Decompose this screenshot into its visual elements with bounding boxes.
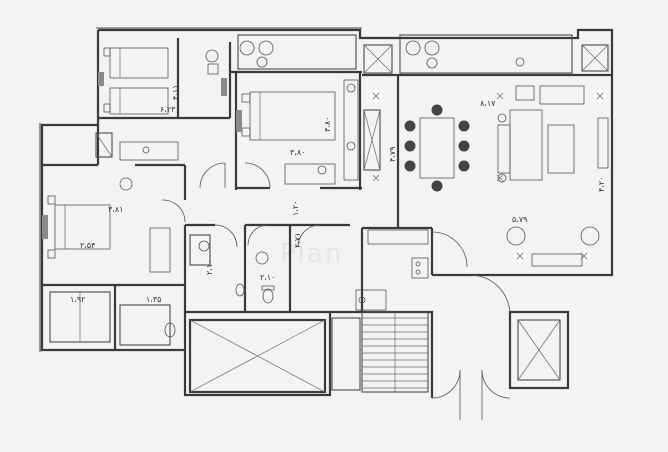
dining-chair [404,160,416,172]
light-fixture-icon [596,92,604,100]
dim-wc-two: ۱،۳۵ [146,295,161,304]
light-fixture-icon [496,92,504,100]
dim-bedroom-three-depth: ۲،۵۴ [80,241,95,250]
dining-area: ۴،۷۹ [388,104,470,192]
dim-terrace: ۵،۷۹ [512,215,527,224]
light-fixture-icon [516,252,524,260]
dining-chair [458,120,470,132]
dim-corridor: ۱،۲۰ [291,201,300,216]
living-area: ۸،۱۷ ۴،۲۰ [480,85,609,192]
cabinets [95,109,381,171]
terrace-seating: ۵،۷۹ [506,215,600,267]
dim-living-width: ۸،۱۷ [480,99,496,108]
bedroom-three: ۳،۸۱ ۲،۵۴ [42,177,171,273]
balcony-master [237,34,357,70]
light-fixture-icon [372,92,380,100]
balcony-right-box [581,44,609,72]
elevator-shaft [508,310,570,390]
balcony-living [399,34,573,74]
dim-bath-two: ۱،۹۲ [70,295,85,304]
dim-bath-one: ۲،۱۰ [205,260,214,275]
dim-kitchen: ۲،۷۱ [293,233,302,248]
kitchen: ۲،۷۱ [293,229,429,311]
dining-chair [431,180,443,192]
dining-chair [458,140,470,152]
dim-dining: ۴،۷۹ [388,147,397,162]
balcony-left-box [363,44,393,74]
light-fixture-icon [580,252,588,260]
bath-two: ۱،۹۲ ۱،۳۵ [49,291,176,346]
dining-chair [404,120,416,132]
light-fixture-icon [496,174,504,182]
master-bedroom: ۶،۲۳ ۴،۱۱ [98,47,227,161]
interior-walls [42,38,612,350]
dim-master-depth: ۴،۱۱ [171,85,180,100]
dining-chair [404,140,416,152]
dim-master-width: ۶،۲۳ [160,105,176,114]
dining-chair [458,160,470,172]
dim-bedroom-three-width: ۳،۸۱ [108,205,123,214]
dim-bedroom-two-width: ۳،۸۰ [290,148,305,157]
stairs [331,311,429,393]
bath-one: ۲،۱۰ [189,234,245,297]
wc-one: ۲،۱۰ [255,251,275,304]
dining-chair [431,104,443,116]
doors [161,162,511,420]
light-fixtures [372,92,604,260]
dim-bedroom-two-depth: ۳،۸۰ [323,117,332,132]
bedroom-two: ۳،۸۰ ۳،۸۰ [236,79,359,185]
light-fixture-icon [372,174,380,182]
light-well [188,318,327,394]
dim-living-depth: ۴،۲۰ [597,177,606,192]
dim-wc-one: ۲،۱۰ [260,273,275,282]
